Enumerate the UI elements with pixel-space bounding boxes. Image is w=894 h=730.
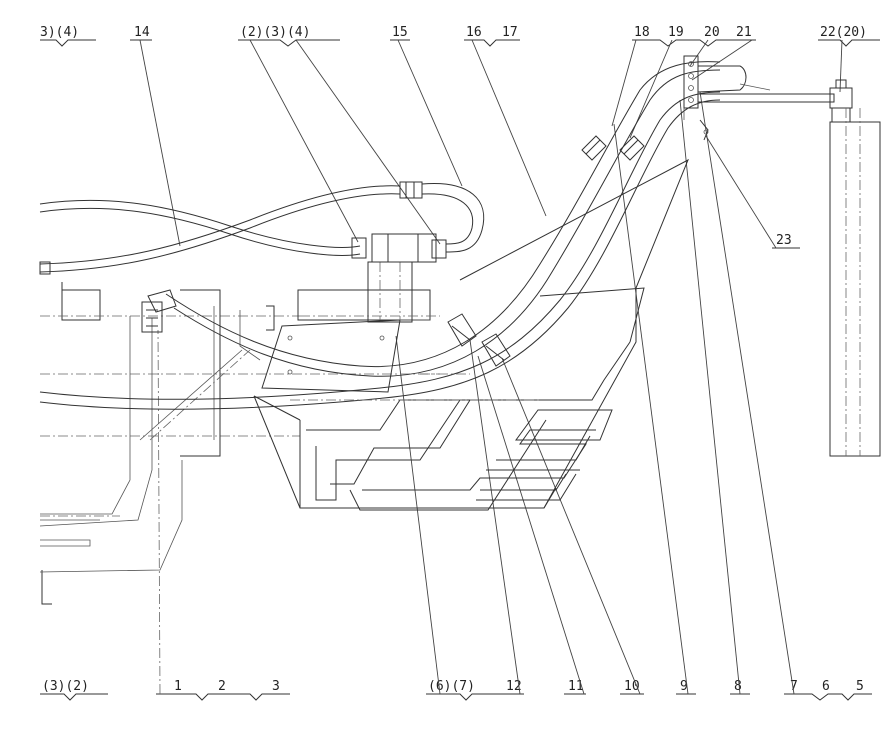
callout-15: 15: [392, 25, 408, 40]
right-cylinder: [829, 79, 881, 457]
hose-clamps: [447, 313, 511, 367]
left-fitting: [141, 289, 177, 333]
callout-6-7: (6)(7): [428, 679, 475, 694]
diagonal-hose-fittings: [581, 135, 645, 161]
callout-21: 21: [736, 25, 752, 40]
callout-labels: 3)(4) 14 (2)(3)(4) 15 16 17 18 19 20 21 …: [40, 25, 867, 694]
callout-5: 5: [856, 679, 864, 694]
callout-12: 12: [506, 679, 522, 694]
callout-3-4-left: 3)(4): [40, 25, 79, 40]
chassis-frame: [39, 282, 440, 605]
callout-17: 17: [502, 25, 518, 40]
leader-lines: [139, 39, 843, 695]
callout-9: 9: [680, 679, 688, 694]
callout-2: 2: [218, 679, 226, 694]
hoses: [39, 61, 721, 410]
callout-22-20: 22(20): [820, 25, 867, 40]
callout-19: 19: [668, 25, 684, 40]
center-lines: [290, 315, 540, 401]
callout-3-2: (3)(2): [42, 679, 89, 694]
label-brackets: [40, 39, 880, 701]
callout-14: 14: [134, 25, 150, 40]
callout-7: 7: [790, 679, 798, 694]
callout-16: 16: [466, 25, 482, 40]
callout-8: 8: [734, 679, 742, 694]
callout-11: 11: [568, 679, 584, 694]
callout-2-3-4: (2)(3)(4): [240, 25, 310, 40]
callout-18: 18: [634, 25, 650, 40]
top-right-bracket: [683, 55, 835, 141]
callout-3: 3: [272, 679, 280, 694]
callout-6: 6: [822, 679, 830, 694]
callout-23: 23: [776, 233, 792, 248]
filter-housing: [351, 233, 447, 323]
callout-1: 1: [174, 679, 182, 694]
callout-20: 20: [704, 25, 720, 40]
